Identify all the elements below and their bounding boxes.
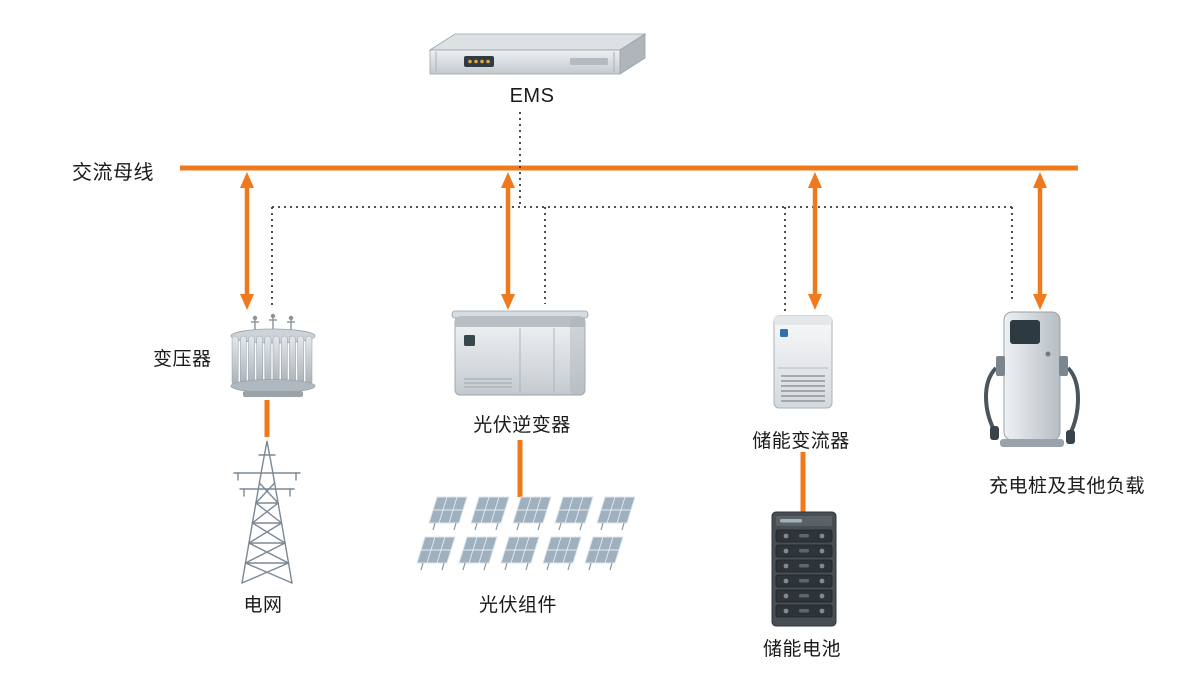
grid-tower-icon (233, 440, 301, 584)
charger-load-label: 充电桩及其他负载 (988, 476, 1146, 497)
ems-label: EMS (509, 85, 555, 107)
comm-lines (271, 112, 1013, 312)
pv-array-icon (416, 496, 635, 571)
arrow-pv-inverter (501, 172, 515, 310)
arrow-transformer (240, 172, 254, 310)
storage-converter-icon (773, 315, 833, 409)
ac-bus-label: 交流母线 (72, 162, 154, 184)
pv-inverter-icon (451, 310, 589, 396)
pv-modules-label: 光伏组件 (478, 595, 558, 616)
ev-charger-icon (984, 311, 1080, 447)
power-arrows (240, 172, 1047, 310)
storage-battery-label: 储能电池 (762, 639, 842, 660)
power-links (264, 400, 806, 512)
arrow-storage-converter (808, 172, 822, 310)
ems-device-icon (428, 33, 647, 75)
pv-inverter-label: 光伏逆变器 (473, 415, 571, 436)
transformer-label: 变压器 (153, 349, 212, 370)
transformer-icon (230, 313, 316, 397)
grid-label: 电网 (243, 595, 283, 616)
arrow-charger (1033, 172, 1047, 310)
storage-converter-label: 储能变流器 (752, 431, 850, 452)
battery-cabinet-icon (771, 511, 837, 627)
